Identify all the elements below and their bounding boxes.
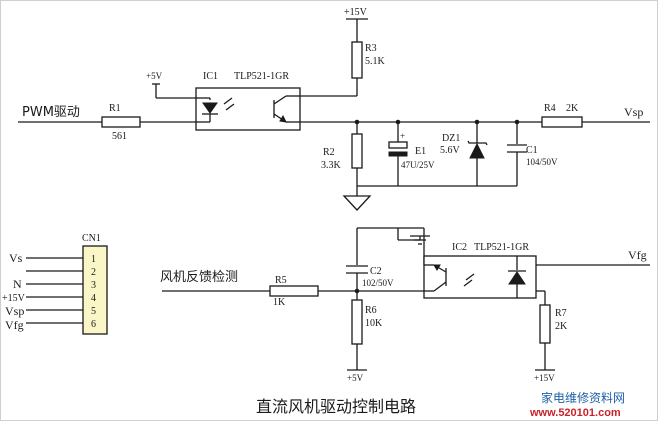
- cn1-pin-signal: N: [13, 277, 22, 291]
- e1-ref: E1: [415, 146, 426, 157]
- cn1-pin-number: 4: [91, 293, 96, 304]
- r5-ref: R5: [275, 275, 287, 286]
- lower-circuit: 风机反馈检测 R5 1K C2 102/50V R6 10K +5V: [160, 227, 650, 383]
- dz1-zener-icon: [469, 142, 485, 159]
- ic2-transistor-collector: [433, 281, 447, 292]
- ic1-vcc-label: +5V: [146, 71, 163, 81]
- ic1-led-icon: [202, 102, 218, 114]
- ic2-ref: IC2: [452, 242, 467, 253]
- r2-junction: [354, 119, 360, 125]
- ic1-emitter-arrow-icon: [279, 114, 287, 123]
- r7-resistor: [539, 304, 551, 344]
- watermark-text: 家电维修资料网: [541, 390, 625, 405]
- c2-ref: C2: [370, 266, 382, 277]
- r7-vcc-label: +15V: [534, 373, 555, 383]
- r3-value: 5.1K: [365, 56, 386, 67]
- r6-ref: R6: [365, 305, 377, 316]
- vfg-output-label: Vfg: [628, 248, 647, 262]
- ic1-part: TLP521-1GR: [234, 71, 289, 82]
- cn1-pin-number: 6: [91, 319, 96, 330]
- cn1-pin-signal: Vs: [9, 251, 23, 265]
- c1-ref: C1: [526, 145, 538, 156]
- e1-plate-positive: [388, 141, 408, 149]
- r6-resistor: [351, 299, 363, 345]
- c1-junction: [514, 119, 520, 125]
- r2-value: 3.3K: [321, 160, 342, 171]
- dz1-zener-bar: [467, 140, 488, 146]
- ic2-part: TLP521-1GR: [474, 242, 529, 253]
- r4-value: 2K: [566, 103, 579, 114]
- cn1-body: [82, 245, 108, 335]
- dz1-value: 5.6V: [440, 145, 461, 156]
- r1-value: 561: [112, 131, 127, 142]
- cn1-pin-number: 3: [91, 280, 96, 291]
- feedback-input-label: 风机反馈检测: [160, 270, 238, 285]
- cn1-pin-signal: +15V: [2, 293, 26, 304]
- ic1-transistor-collector: [273, 95, 287, 105]
- r3-resistor: [351, 41, 363, 79]
- ic2-light-arrow-1: [463, 279, 473, 287]
- r4-resistor: [541, 116, 583, 128]
- cn1-pin-number: 5: [91, 306, 96, 317]
- vsp-output-label: Vsp: [624, 105, 643, 119]
- cn1-pin-number: 1: [91, 254, 96, 265]
- c1-value: 104/50V: [526, 157, 558, 167]
- ic1-ref: IC1: [203, 71, 218, 82]
- r2-resistor: [351, 133, 363, 169]
- cn1-ref: CN1: [82, 233, 101, 244]
- r5-resistor: [269, 285, 319, 297]
- r7-value: 2K: [555, 321, 568, 332]
- e1-plate-negative: [388, 151, 408, 157]
- r3-ref: R3: [365, 43, 377, 54]
- r7-ref: R7: [555, 308, 567, 319]
- c2-value: 102/50V: [362, 278, 394, 288]
- upper-circuit: PWM驱动 R1 561 +5V IC1 TLP521-1GR +15V: [18, 7, 650, 211]
- cn1-pin-signal: Vfg: [5, 318, 24, 332]
- r1-ref: R1: [109, 103, 121, 114]
- ic2-emitter-arrow-icon: [433, 264, 441, 271]
- cn1-pin-number: 2: [91, 267, 96, 278]
- r6-value: 10K: [365, 318, 383, 329]
- ic2-light-arrow-2: [465, 273, 475, 281]
- r3-vcc-label: +15V: [344, 7, 368, 18]
- r2-ref: R2: [323, 147, 335, 158]
- watermark-url: www.520101.com: [529, 407, 621, 419]
- connector-cn1: CN1 Vs N +15V Vsp Vfg 1 2 3 4 5 6: [2, 233, 108, 335]
- cn1-pin-signal: Vsp: [5, 304, 24, 318]
- ic1-light-arrow-1: [223, 97, 233, 105]
- pwm-input-label: PWM驱动: [22, 105, 80, 120]
- ic1-light-arrow-2: [225, 103, 235, 111]
- dz1-junction: [474, 119, 480, 125]
- e1-plus-icon: +: [400, 131, 405, 141]
- e1-junction: [395, 119, 401, 125]
- ground-icon: [342, 195, 372, 211]
- r6-vcc-label: +5V: [347, 373, 364, 383]
- e1-value: 47U/25V: [401, 160, 435, 170]
- r4-ref: R4: [544, 103, 556, 114]
- dz1-ref: DZ1: [442, 133, 460, 144]
- diagram-title: 直流风机驱动控制电路: [256, 397, 416, 416]
- r1-resistor: [101, 116, 141, 128]
- r5-value: 1K: [273, 297, 286, 308]
